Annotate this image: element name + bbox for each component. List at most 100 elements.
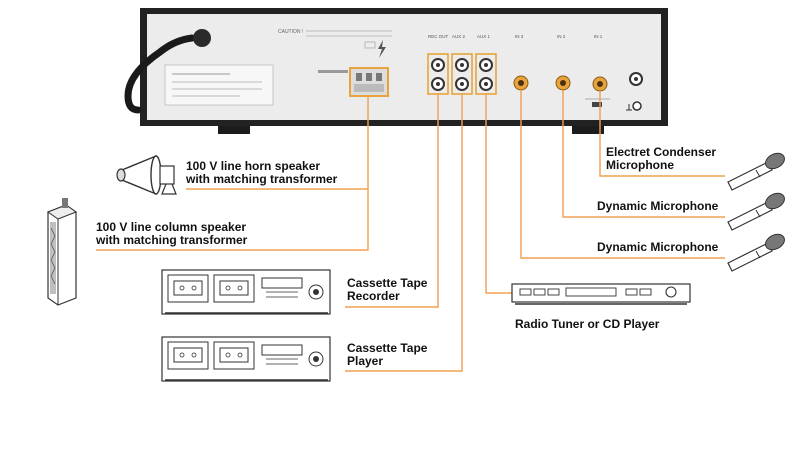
reel-icon — [225, 285, 231, 291]
player-knob-center — [313, 356, 319, 362]
input-label-aux1: AUX 1 — [477, 34, 491, 39]
microphone-electret — [727, 152, 785, 191]
horn-speaker-label-line2: with matching transformer — [186, 172, 338, 186]
recorder-knob-center — [313, 289, 319, 295]
radio-tuner-device — [511, 283, 691, 305]
horn-speaker-label-line1: 100 V line horn speaker — [186, 159, 321, 173]
horn-bracket — [161, 183, 177, 195]
mic-head — [765, 233, 785, 251]
horn-speaker — [116, 154, 177, 196]
rca-jack-pin — [436, 82, 440, 86]
tuner-button — [519, 288, 532, 296]
cassette-player-device — [161, 336, 331, 382]
tuner-body — [511, 283, 691, 303]
recorder-knob — [308, 284, 324, 300]
mic-input-3-center — [518, 80, 524, 86]
horn-driver — [159, 165, 175, 185]
input-label-in3: IN 3 — [515, 34, 524, 39]
line-dynamic-mic-1 — [562, 90, 725, 218]
terminal-screw-2 — [366, 73, 372, 81]
info-sticker — [164, 64, 274, 106]
mic-head — [765, 192, 785, 210]
player-knob — [308, 351, 324, 367]
cord-grommet — [193, 29, 211, 47]
microphone-dynamic-1 — [727, 192, 785, 231]
player-display — [261, 344, 303, 356]
line-dynamic-mic-2 — [520, 90, 725, 259]
column-mount — [62, 198, 68, 208]
terminal-screw-3 — [376, 73, 382, 81]
input-label-in2: IN 2 — [557, 34, 566, 39]
cassette-recorder-label-line1: Cassette Tape — [347, 276, 428, 290]
rca-jack-pin — [484, 63, 488, 67]
mic-band — [755, 250, 761, 259]
mic-handle — [727, 161, 773, 191]
tuner-button — [639, 288, 652, 296]
ground-screw — [632, 101, 642, 111]
recorder-deck-2 — [213, 274, 255, 303]
line-radio-tuner — [485, 94, 512, 294]
player-tape-window-2 — [219, 347, 249, 363]
reel-icon — [191, 285, 197, 291]
electret-mic-label: Electret Condenser Microphone — [606, 146, 716, 172]
reel-icon — [179, 352, 185, 358]
ground-icon — [626, 104, 632, 111]
tuner-button — [547, 288, 560, 296]
column-top — [46, 204, 78, 220]
power-cord — [124, 34, 196, 114]
input-label-rec-out: REC OUT — [428, 34, 449, 39]
reel-icon — [237, 352, 243, 358]
reel-icon — [237, 285, 243, 291]
microphone-dynamic-2 — [727, 233, 785, 272]
column-speaker-label-line1: 100 V line column speaker — [96, 220, 247, 234]
column-grille — [50, 222, 56, 294]
rca-jack-pin — [460, 82, 464, 86]
rca-jack-pin — [460, 63, 464, 67]
rca-jacks — [431, 58, 493, 91]
fuse-label — [364, 41, 376, 49]
horn-mouth — [116, 168, 126, 182]
tuner-button — [533, 288, 546, 296]
amplifier-rear-panel: CAUTION ! REC OUT AUX 2 AUX 1 IN 3 IN 2 … — [124, 8, 668, 134]
player-deck-2 — [213, 341, 255, 370]
phantom-switch — [592, 102, 602, 107]
high-voltage-icon — [378, 40, 386, 58]
electret-mic-label-line2: Microphone — [606, 158, 674, 172]
input-label-in1: IN 1 — [594, 34, 603, 39]
cassette-recorder-label: Cassette Tape Recorder — [347, 277, 427, 303]
mic-handle — [727, 242, 773, 272]
horn-speaker-label: 100 V line horn speaker with matching tr… — [186, 160, 337, 186]
cassette-recorder-label-line2: Recorder — [347, 289, 400, 303]
line-cassette-recorder — [345, 94, 439, 308]
tuner-knob — [665, 286, 677, 298]
recorder-display — [261, 277, 303, 289]
column-speaker-label: 100 V line column speaker with matching … — [96, 221, 247, 247]
input-label-aux2: AUX 2 — [452, 34, 466, 39]
column-speaker-label-line2: with matching transformer — [96, 233, 248, 247]
mic-band — [755, 169, 761, 178]
line-cassette-player — [345, 94, 463, 372]
tuner-button — [625, 288, 638, 296]
line-electret-mic — [599, 91, 725, 177]
column-grille-texture — [50, 227, 56, 285]
recorder-tape-window-1 — [173, 280, 203, 296]
player-body — [161, 336, 331, 382]
cassette-player-label: Cassette Tape Player — [347, 342, 427, 368]
radio-tuner-label: Radio Tuner or CD Player — [515, 317, 660, 331]
terminal-base — [354, 84, 384, 92]
rca-jack-pin — [436, 63, 440, 67]
rca-jack-pin — [484, 82, 488, 86]
dynamic-mic-1-label: Dynamic Microphone — [597, 199, 719, 213]
cassette-player-label-line1: Cassette Tape — [347, 341, 428, 355]
cassette-player-label-line2: Player — [347, 354, 384, 368]
recorder-body — [161, 269, 331, 315]
mic-input-1-center — [597, 81, 603, 87]
terminal-screw-1 — [356, 73, 362, 81]
connection-lines — [96, 90, 725, 372]
recorder-tape-window-2 — [219, 280, 249, 296]
electret-mic-label-line1: Electret Condenser — [606, 145, 717, 159]
mic-handle — [727, 201, 773, 231]
tuner-display — [565, 287, 617, 297]
mic-band — [755, 209, 761, 218]
